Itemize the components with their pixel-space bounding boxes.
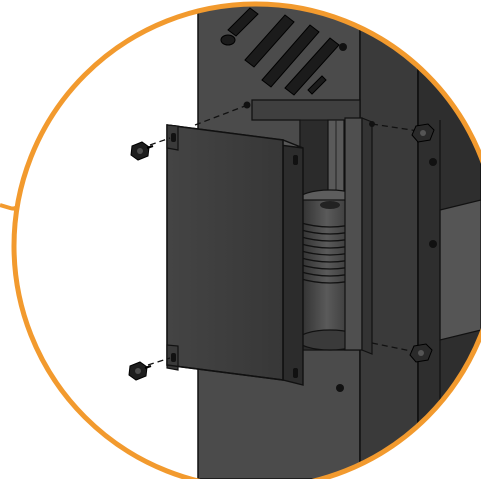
cover-plate <box>166 124 304 386</box>
frame-hole <box>243 101 251 109</box>
cover-slot <box>171 133 176 142</box>
frame-hole <box>339 43 347 51</box>
cover-slot <box>171 353 176 362</box>
bracket-rails <box>344 117 373 355</box>
frame-bolt-bottom <box>409 343 433 363</box>
frame-hole <box>429 158 437 166</box>
frame-hole <box>369 121 375 127</box>
frame-bolt-leaders <box>371 123 419 353</box>
screw-leaders <box>147 105 246 366</box>
cover-slot <box>293 368 298 378</box>
mounting-screw-bottom <box>128 361 152 381</box>
mounting-screw-top <box>130 141 154 161</box>
frame-hole <box>429 240 437 248</box>
callout-ring <box>11 1 481 479</box>
cover-slot <box>293 155 298 165</box>
vent-slots <box>220 7 340 96</box>
frame-bolt-top <box>411 123 435 143</box>
frame-hole <box>336 384 344 392</box>
